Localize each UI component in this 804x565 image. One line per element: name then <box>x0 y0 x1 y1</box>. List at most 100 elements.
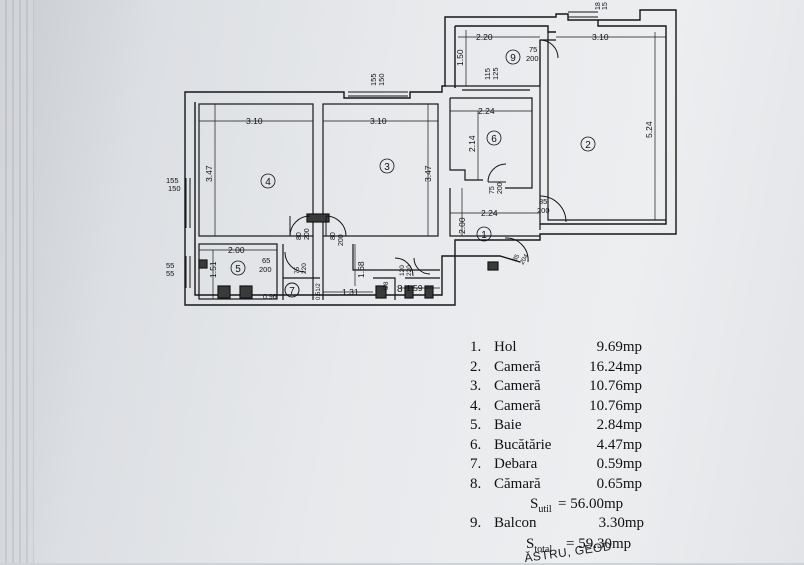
legend-row-name: Cameră <box>494 397 541 414</box>
legend-row: 8. Cămară 0.65mp <box>466 475 666 495</box>
dim-r6-width: 2.24 <box>478 106 495 116</box>
svg-text:2: 2 <box>585 140 591 151</box>
door-r2-a: 85 <box>539 197 547 206</box>
dim-r6-height: 2.14 <box>467 135 477 152</box>
door-r4-b: 200 <box>304 228 311 240</box>
legend-row-area: 0.59mp <box>596 456 642 472</box>
small-r7-label: 0.51/2 <box>316 283 322 300</box>
win-corner-a: 18 <box>595 2 602 10</box>
dim-r2-width: 3.10 <box>592 32 609 42</box>
door-entry-a: 85 <box>512 253 522 263</box>
legend-row-number: 2. <box>470 358 482 375</box>
dimension-labels: 3.10 3.10 3.10 2.20 2.24 2.24 2.00 1.31 … <box>166 2 654 301</box>
legend-row-name: Cameră <box>494 378 541 394</box>
door-r3-a: 80 <box>330 232 337 240</box>
dim-r5-width: 2.00 <box>228 245 245 255</box>
area-legend: 1. Hol 9.69mp 2. Cameră 16.24mp 3. Camer… <box>466 338 666 555</box>
dim-hall-height: 1.68 <box>356 261 366 278</box>
legend-row-number: 3. <box>470 378 482 394</box>
legend-row-name: Hol <box>494 339 517 355</box>
room-marker-3: 3 <box>379 158 395 174</box>
dim-r4-width: 3.10 <box>246 116 263 126</box>
win-left-r4-a: 155 <box>166 176 179 185</box>
room-marker-5: 5 <box>230 260 246 276</box>
win-top-r3-a: 155 <box>369 73 378 86</box>
legend-row-number: 7. <box>470 456 482 472</box>
dim-r3-width: 3.10 <box>370 116 387 126</box>
windows <box>185 11 598 288</box>
door-entry-b: 204 <box>519 253 531 266</box>
dim-r8-width: 1.31 <box>342 287 359 297</box>
legend-row-number: 1. <box>470 339 482 355</box>
svg-text:4: 4 <box>265 177 271 188</box>
svg-text:6: 6 <box>491 134 497 145</box>
sum-util-value: = 56.00mp <box>558 496 624 512</box>
page-binding-edge <box>0 0 34 563</box>
door-r8-a: 120 <box>399 265 406 276</box>
legend-row-balcony: 9. Balcon 3.30mp <box>466 514 666 534</box>
legend-row: 4. Cameră 10.76mp <box>466 397 666 417</box>
legend-row-name: Baie <box>494 417 522 433</box>
legend-row-area: 2.84mp <box>596 417 642 433</box>
room-marker-9: 9 <box>505 49 521 65</box>
legend-row-area: 0.65mp <box>596 475 642 492</box>
sum-total-label: Stotal <box>526 535 553 555</box>
door-r9-a: 75 <box>529 45 537 54</box>
win-corner-b: 15 <box>602 2 609 10</box>
legend-row-number: 4. <box>470 397 482 414</box>
dim-r9-width: 2.20 <box>476 32 493 42</box>
legend-row-name: Cameră <box>494 358 541 375</box>
svg-text:1: 1 <box>481 230 487 241</box>
svg-text:9: 9 <box>510 53 516 64</box>
legend-row: 7. Debara 0.59mp <box>466 455 666 475</box>
win-r6-a: 115 <box>483 68 492 80</box>
room-markers: 1 2 3 4 5 6 7 8 9 <box>230 49 596 297</box>
legend-row-number: 5. <box>470 417 482 433</box>
door-r6-a: 75 <box>489 186 496 194</box>
legend-row-name: Bucătărie <box>494 436 552 453</box>
door-r5-a: 65 <box>262 256 270 265</box>
svg-text:5: 5 <box>235 264 241 275</box>
legend-row-number: 9. <box>470 515 482 531</box>
svg-text:3: 3 <box>384 162 390 173</box>
svg-text:8: 8 <box>397 284 403 295</box>
legend-row-number: 6. <box>470 436 482 453</box>
small-r8-label: 6/8 <box>384 281 390 290</box>
room-marker-8: 8 <box>397 284 403 295</box>
legend-row-area: 10.76mp <box>589 397 642 414</box>
dimension-lines <box>199 30 666 299</box>
total-area-sum: Stotal = 59.30mp <box>466 534 666 555</box>
dim-r9-height: 1.50 <box>455 49 465 66</box>
svg-text:7: 7 <box>289 286 295 297</box>
dim-r5-height: 1.51 <box>208 261 218 278</box>
door-r3-b: 200 <box>338 234 345 246</box>
door-r5-b: 200 <box>259 265 272 274</box>
legend-row-area: 9.69mp <box>596 339 642 355</box>
win-left-r5-b: 55 <box>166 269 174 278</box>
legend-row-area: 3.30mp <box>598 515 644 531</box>
win-top-r3-b: 150 <box>377 73 386 86</box>
dim-hall-width: 1.59 <box>406 283 423 293</box>
legend-row: 2. Cameră 16.24mp <box>466 358 666 378</box>
legend-row: 1. Hol 9.69mp <box>466 338 666 358</box>
useful-area-sum: Sutil = 56.00mp <box>466 494 666 515</box>
sum-total-value: = 59.30mp <box>566 535 632 552</box>
dim-r2-height: 5.24 <box>644 121 654 138</box>
door-r7-a: 75 <box>294 266 301 274</box>
room-marker-2: 2 <box>580 136 596 152</box>
door-r2-b: 200 <box>537 206 550 215</box>
room-marker-1: 1 <box>476 226 492 242</box>
dim-r3-height: 3.47 <box>423 165 433 182</box>
legend-row-area: 4.47mp <box>596 436 642 453</box>
interior-walls <box>198 32 666 300</box>
legend-row-number: 8. <box>470 475 482 492</box>
dim-hol-height: 2.00 <box>457 217 467 234</box>
legend-row: 6. Bucătărie 4.47mp <box>466 436 666 456</box>
dim-r4-height: 3.47 <box>204 165 214 182</box>
legend-row-area: 10.76mp <box>589 378 642 394</box>
door-swings <box>284 39 567 298</box>
win-left-r4-b: 150 <box>168 184 181 193</box>
win-r6-b: 125 <box>491 67 500 80</box>
